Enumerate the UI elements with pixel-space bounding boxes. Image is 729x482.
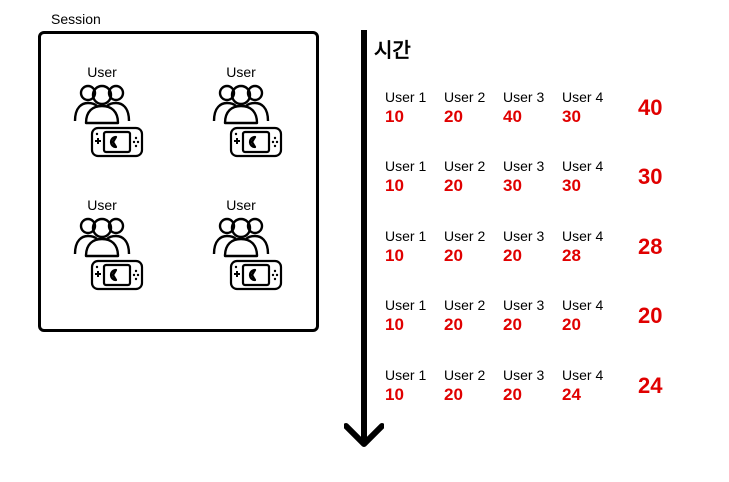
user-name: User 3 bbox=[503, 158, 545, 174]
user-value: 10 bbox=[385, 107, 404, 126]
user-name: User 3 bbox=[503, 367, 545, 383]
user-score: User 1 10 bbox=[385, 228, 443, 266]
user-name: User 1 bbox=[385, 158, 427, 174]
user-name: User 2 bbox=[444, 297, 486, 313]
score-row: User 1 10 User 2 20 User 3 30 User 4 30 … bbox=[385, 158, 685, 208]
user-score: User 3 20 bbox=[503, 297, 561, 335]
user-label: User bbox=[87, 197, 117, 213]
user-value: 20 bbox=[444, 176, 463, 195]
user-value: 20 bbox=[444, 315, 463, 334]
user-name: User 1 bbox=[385, 228, 427, 244]
user-name: User 3 bbox=[503, 228, 545, 244]
user-score: User 4 24 bbox=[562, 367, 620, 405]
user-name: User 2 bbox=[444, 228, 486, 244]
handheld-console-icon bbox=[229, 126, 283, 158]
handheld-console-icon bbox=[90, 126, 144, 158]
session-user-4: User bbox=[211, 197, 291, 307]
row-max-value: 24 bbox=[638, 373, 663, 398]
user-value: 20 bbox=[503, 385, 522, 404]
user-value: 40 bbox=[503, 107, 522, 126]
user-value: 30 bbox=[562, 107, 581, 126]
user-value: 30 bbox=[503, 176, 522, 195]
user-name: User 2 bbox=[444, 367, 486, 383]
people-group-icon bbox=[212, 84, 270, 125]
score-row: User 1 10 User 2 20 User 3 20 User 4 28 … bbox=[385, 228, 685, 278]
user-value: 20 bbox=[562, 315, 581, 334]
user-score: User 4 30 bbox=[562, 158, 620, 196]
score-row: User 1 10 User 2 20 User 3 20 User 4 20 … bbox=[385, 297, 685, 347]
people-group-icon bbox=[73, 217, 131, 258]
user-score: User 4 30 bbox=[562, 89, 620, 127]
user-score: User 3 30 bbox=[503, 158, 561, 196]
timeline-title: 시간 bbox=[374, 38, 411, 62]
row-max-value: 30 bbox=[638, 164, 663, 189]
user-name: User 3 bbox=[503, 297, 545, 313]
user-value: 20 bbox=[444, 107, 463, 126]
user-value: 20 bbox=[444, 246, 463, 265]
user-name: User 2 bbox=[444, 158, 486, 174]
user-score: User 4 28 bbox=[562, 228, 620, 266]
handheld-console-icon bbox=[90, 259, 144, 291]
user-value: 10 bbox=[385, 315, 404, 334]
user-name: User 4 bbox=[562, 228, 604, 244]
user-score: User 1 10 bbox=[385, 158, 443, 196]
user-label: User bbox=[87, 64, 117, 80]
score-row: User 1 10 User 2 20 User 3 20 User 4 24 … bbox=[385, 367, 685, 417]
user-score: User 2 20 bbox=[444, 297, 502, 335]
user-score: User 3 20 bbox=[503, 228, 561, 266]
user-score: User 1 10 bbox=[385, 367, 443, 405]
user-name: User 4 bbox=[562, 367, 604, 383]
user-value: 24 bbox=[562, 385, 581, 404]
user-score: User 3 40 bbox=[503, 89, 561, 127]
user-name: User 2 bbox=[444, 89, 486, 105]
user-value: 20 bbox=[444, 385, 463, 404]
user-score: User 2 20 bbox=[444, 228, 502, 266]
session-user-1: User bbox=[72, 64, 152, 174]
user-value: 28 bbox=[562, 246, 581, 265]
user-score: User 1 10 bbox=[385, 89, 443, 127]
user-score: User 3 20 bbox=[503, 367, 561, 405]
session-user-2: User bbox=[211, 64, 291, 174]
row-max-value: 20 bbox=[638, 303, 663, 328]
people-group-icon bbox=[212, 217, 270, 258]
user-value: 30 bbox=[562, 176, 581, 195]
user-name: User 4 bbox=[562, 89, 604, 105]
session-user-3: User bbox=[72, 197, 152, 307]
timeline-arrow bbox=[344, 30, 384, 447]
user-score: User 2 20 bbox=[444, 158, 502, 196]
user-label: User bbox=[226, 64, 256, 80]
user-name: User 1 bbox=[385, 367, 427, 383]
row-max-value: 40 bbox=[638, 95, 663, 120]
user-name: User 1 bbox=[385, 89, 427, 105]
user-name: User 1 bbox=[385, 297, 427, 313]
user-value: 10 bbox=[385, 385, 404, 404]
user-value: 20 bbox=[503, 246, 522, 265]
session-box bbox=[38, 31, 319, 332]
user-value: 20 bbox=[503, 315, 522, 334]
session-label: Session bbox=[51, 11, 101, 27]
user-score: User 2 20 bbox=[444, 89, 502, 127]
user-name: User 4 bbox=[562, 158, 604, 174]
user-score: User 4 20 bbox=[562, 297, 620, 335]
people-group-icon bbox=[73, 84, 131, 125]
user-value: 10 bbox=[385, 176, 404, 195]
row-max-value: 28 bbox=[638, 234, 663, 259]
user-name: User 4 bbox=[562, 297, 604, 313]
handheld-console-icon bbox=[229, 259, 283, 291]
score-row: User 1 10 User 2 20 User 3 40 User 4 30 … bbox=[385, 89, 685, 139]
user-label: User bbox=[226, 197, 256, 213]
user-score: User 2 20 bbox=[444, 367, 502, 405]
user-name: User 3 bbox=[503, 89, 545, 105]
user-value: 10 bbox=[385, 246, 404, 265]
user-score: User 1 10 bbox=[385, 297, 443, 335]
